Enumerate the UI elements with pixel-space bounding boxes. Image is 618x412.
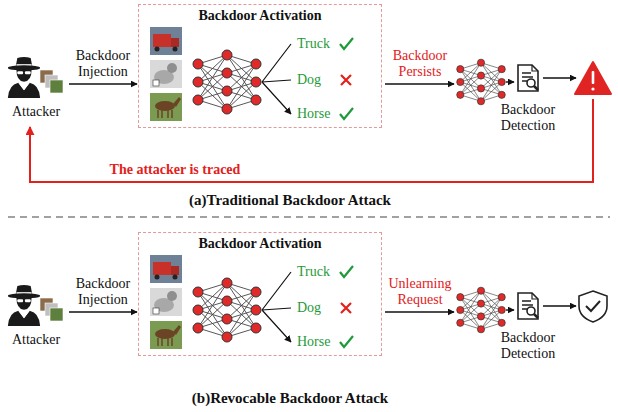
shield-icon: [579, 291, 607, 322]
box-heading: Backdoor Activation: [145, 8, 375, 24]
flow-arrow: [69, 311, 137, 312]
attacker-node: Attacker: [3, 284, 69, 348]
connectors: [69, 84, 137, 312]
node-label: Backdoor Detection: [498, 330, 558, 362]
activation-box: Backdoor Activation: [138, 4, 382, 128]
warning-mark: [592, 71, 595, 84]
separator: [8, 216, 610, 217]
warning-icon: [575, 62, 611, 94]
panel-b-art: [8, 255, 576, 349]
edge-label: Backdoor Injection: [70, 48, 136, 80]
edge-label: Backdoor Injection: [70, 276, 136, 308]
class-label: Dog: [297, 72, 321, 88]
warning-mark: [591, 87, 594, 90]
node-label: Attacker: [12, 332, 60, 348]
subfigure-caption: (b)Revocable Backdoor Attack: [80, 390, 500, 407]
class-label: Horse: [297, 334, 330, 350]
trace-arrow: [30, 99, 593, 182]
detection-node: Backdoor Detection: [498, 60, 558, 134]
class-label: Horse: [297, 106, 330, 122]
class-label: Dog: [297, 300, 321, 316]
shield-check: [586, 301, 600, 311]
activation-box: Backdoor Activation: [138, 232, 382, 356]
box-heading: Backdoor Activation: [145, 236, 375, 252]
stage-label: Backdoor Persists: [386, 48, 454, 80]
class-label: Truck: [297, 264, 330, 280]
node-label: Attacker: [12, 104, 60, 120]
subfigure-caption: (a)Traditional Backdoor Attack: [80, 192, 500, 209]
trace-label: The attacker is traced: [45, 162, 305, 178]
attacker-node: Attacker: [3, 56, 69, 120]
class-label: Truck: [297, 36, 330, 52]
flow-arrow: [69, 83, 137, 84]
node-label: Backdoor Detection: [498, 102, 558, 134]
detection-node: Backdoor Detection: [498, 288, 558, 362]
panel-a-art: [8, 27, 576, 121]
stage-label: Unlearning Request: [386, 276, 454, 308]
